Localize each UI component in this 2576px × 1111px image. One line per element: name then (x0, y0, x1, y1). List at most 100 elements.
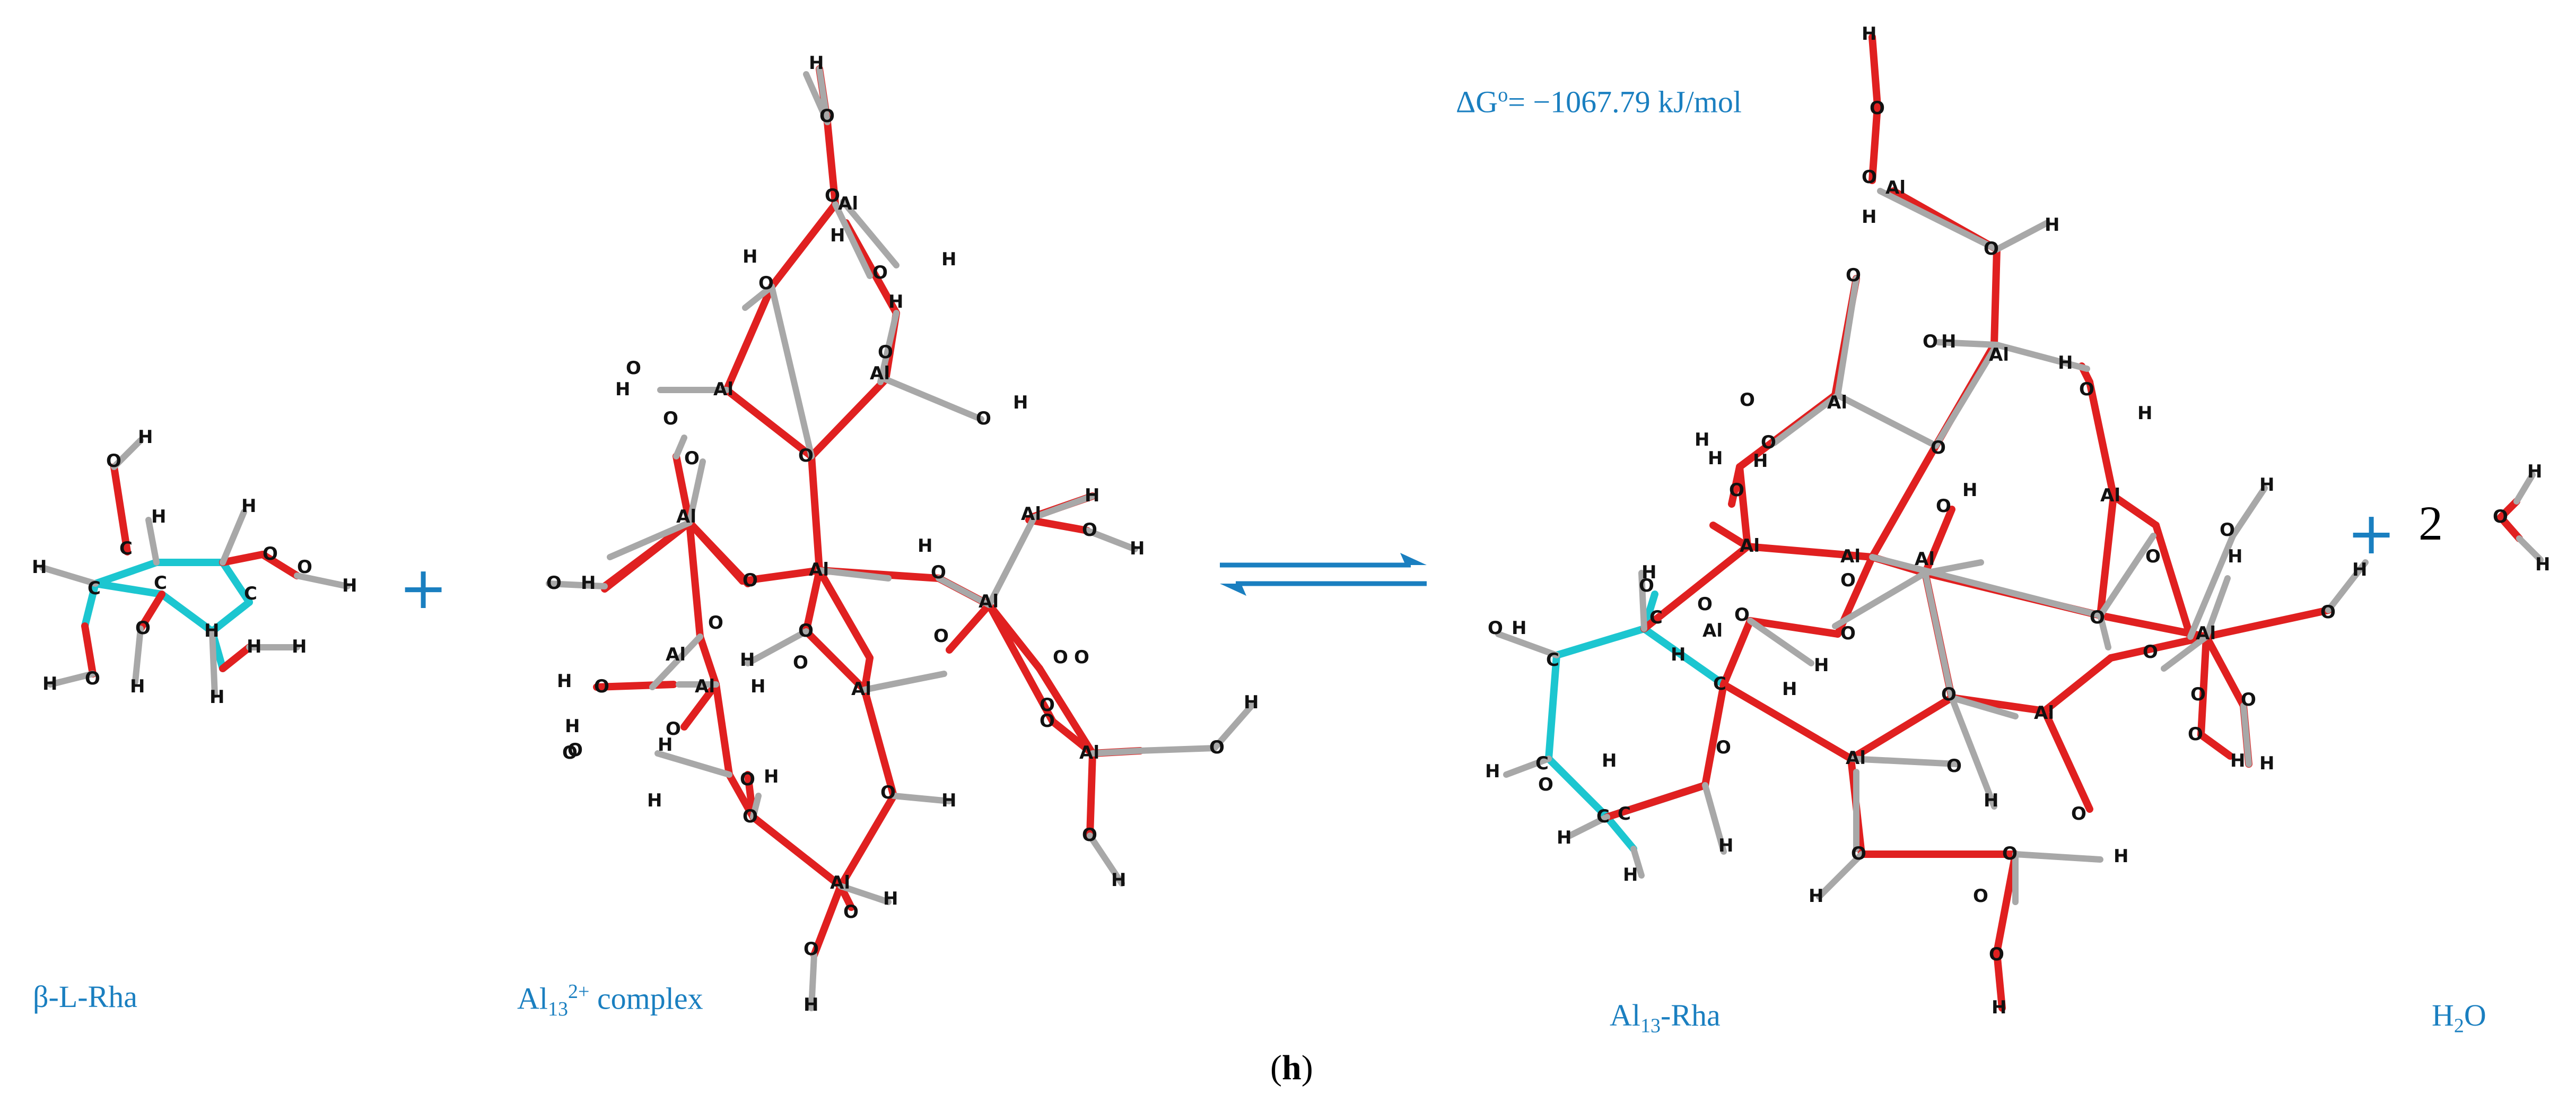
atom-label: H (941, 790, 956, 811)
atom-label: O (1851, 843, 1866, 864)
atom-label: C (88, 578, 101, 599)
atom-label: H (1244, 692, 1259, 713)
atom-label: H (1862, 206, 1876, 228)
atom-label: H (764, 766, 779, 787)
atom-label: O (740, 769, 755, 790)
atom-label: H (241, 496, 256, 517)
atom-label: O (743, 570, 758, 591)
label-beta-l-rha: β-L-Rha (33, 979, 137, 1014)
atom-label: O (880, 782, 896, 803)
atom-label: H (1641, 562, 1656, 583)
atom-label: H (2114, 846, 2128, 867)
atom-label: H (138, 427, 153, 448)
atom-label: H (581, 572, 596, 594)
atom-label: H (2259, 474, 2274, 496)
atom-label: O (843, 901, 859, 923)
atom-label: O (1082, 824, 1097, 846)
atom-label: O (1538, 774, 1553, 795)
atom-label: O (743, 806, 758, 827)
atom-label: O (1846, 265, 1861, 286)
atom-label: C (119, 538, 133, 559)
atom-label: H (2137, 403, 2152, 424)
panel-letter: h (1281, 1048, 1302, 1087)
atom-label: O (793, 652, 808, 673)
atom-label: O (1761, 432, 1776, 453)
atom-label: H (565, 716, 580, 737)
atom-label: O (931, 562, 946, 583)
atom-label: O (684, 448, 700, 469)
atom-label: O (1209, 737, 1225, 758)
label-part: Al (1610, 998, 1640, 1032)
atom-label: O (2220, 519, 2235, 541)
atom-label: H (1695, 429, 1709, 450)
atom-label: H (1862, 23, 1876, 45)
label-part: O (2464, 998, 2486, 1032)
atom-label: O (1870, 98, 1885, 119)
atom-label: O (1973, 886, 1988, 907)
atom-label: O (85, 668, 100, 689)
label-water: H2O (2432, 1000, 2486, 1036)
atom-label: C (1713, 673, 1726, 695)
atom-label: Al (838, 193, 858, 214)
atom-label: O (2241, 689, 2256, 710)
atom-label: H (1782, 679, 1797, 700)
label-part: complex (589, 981, 703, 1016)
atom-label: Al (2196, 623, 2216, 644)
atom-label: O (567, 740, 583, 761)
atom-label: O (819, 106, 835, 127)
atom-label: C (244, 583, 257, 604)
atom-label: H (1671, 644, 1686, 665)
atom-label: H (2535, 554, 2550, 575)
label-al13-complex: Al132+ complex (517, 982, 703, 1019)
atom-label: H (647, 790, 662, 811)
atom-label: H (42, 673, 57, 695)
atom-label: Al (851, 679, 871, 700)
atom-label: H (1512, 618, 1526, 639)
atom-label: O (2190, 684, 2206, 705)
atom-label: Al (1079, 742, 1099, 763)
atom-label: O (626, 358, 641, 379)
atom-label: Al (2034, 702, 2054, 724)
atom-label: H (941, 249, 956, 270)
energy-prefix: ΔG (1456, 84, 1498, 119)
atom-label: O (1040, 695, 1055, 716)
al13-complex-molecule: H O O Al H H O O H H O Al O H Al O O H O… (546, 53, 1259, 1015)
atom-label: H (809, 53, 824, 74)
atom-label: O (263, 543, 278, 565)
atom-label: Al (1840, 546, 1861, 567)
atom-label: H (2045, 214, 2059, 236)
atom-label: O (1488, 618, 1503, 639)
atom-label: O (1729, 480, 1744, 501)
atom-label: H (1485, 761, 1500, 782)
atom-label: Al (1885, 177, 1906, 198)
atom-label: O (2145, 546, 2161, 567)
panel-paren-close: ) (1301, 1048, 1313, 1087)
atom-label: H (2228, 546, 2242, 567)
plus-sign: + (399, 554, 448, 622)
atom-label: H (918, 535, 932, 557)
atom-label: Al (1740, 535, 1760, 557)
atom-label: O (135, 618, 151, 639)
atom-label: H (1708, 448, 1723, 469)
atom-label: O (1923, 331, 1938, 352)
atom-label: O (933, 626, 949, 647)
atom-label: O (1984, 238, 1999, 259)
atom-label: O (1074, 647, 1089, 668)
atom-label: H (1984, 790, 1998, 811)
atom-label: Al (979, 591, 999, 612)
atom-label: H (658, 734, 673, 756)
atom-label: H (32, 557, 47, 578)
atom-label: O (1931, 437, 1946, 458)
label-part: H (2432, 998, 2454, 1032)
atom-label: Al (713, 379, 733, 400)
energy-value: = −1067.79 kJ/mol (1508, 84, 1742, 119)
atom-label: O (1840, 570, 1856, 591)
atom-label: Al (1827, 392, 1847, 413)
atom-label: Al (2100, 485, 2120, 506)
atom-label: H (2058, 352, 2073, 374)
atom-label: O (2079, 379, 2094, 400)
atom-label: Al (809, 559, 829, 580)
atom-label: O (2143, 641, 2158, 663)
atom-label: O (2090, 607, 2105, 628)
